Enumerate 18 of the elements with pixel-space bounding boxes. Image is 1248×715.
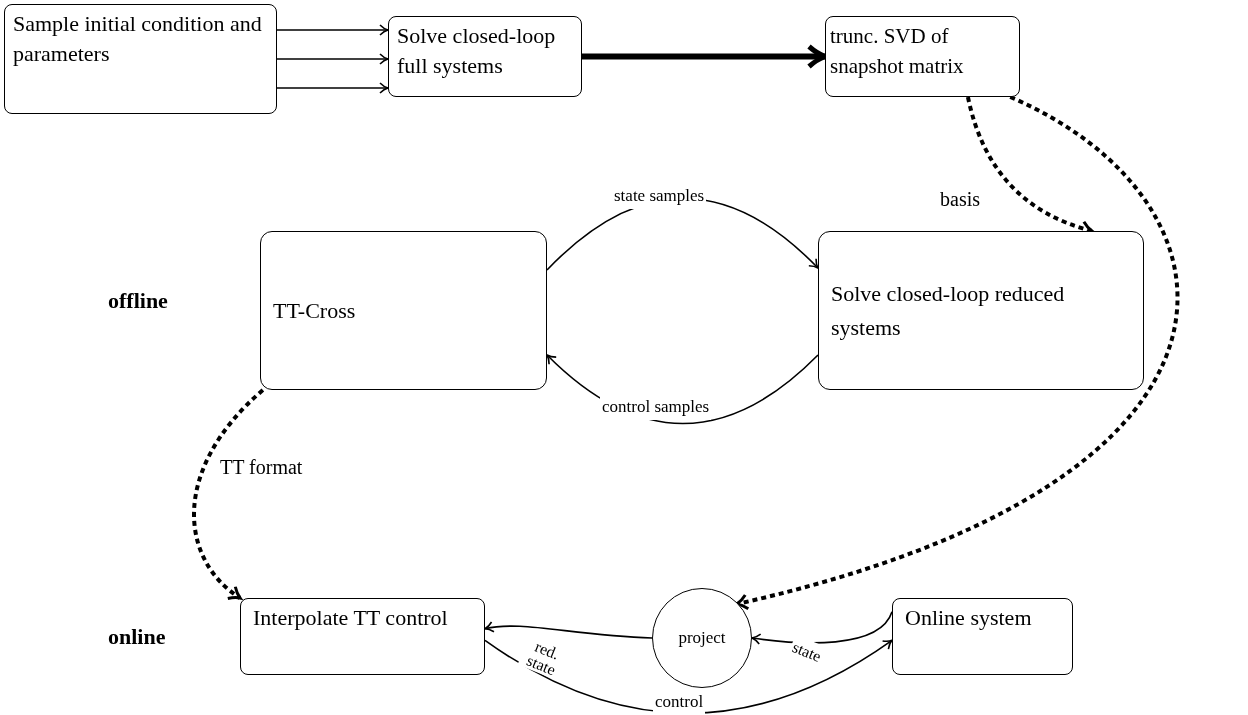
process-box [388,16,582,97]
process-box [825,16,1020,97]
phase-label: online [108,623,166,651]
node-text: Solve closed-loop full systems [397,22,557,80]
process-box [892,598,1073,675]
node-text: Online system [905,604,1032,632]
node-text: Sample initial condition and parameters [13,10,263,68]
node-text: project [678,627,726,650]
process-box [260,231,547,390]
node-text: Interpolate TT control [253,604,448,632]
process-box [240,598,485,675]
process-box [818,231,1144,390]
node-text: Solve closed-loop reduced systems [831,279,1066,342]
edge-label: control samples [600,394,712,420]
node-text: TT-Cross [273,296,356,325]
node-text: trunc. SVD of snapshot matrix [830,23,965,80]
phase-label: offline [108,287,168,315]
process-box [4,4,277,114]
